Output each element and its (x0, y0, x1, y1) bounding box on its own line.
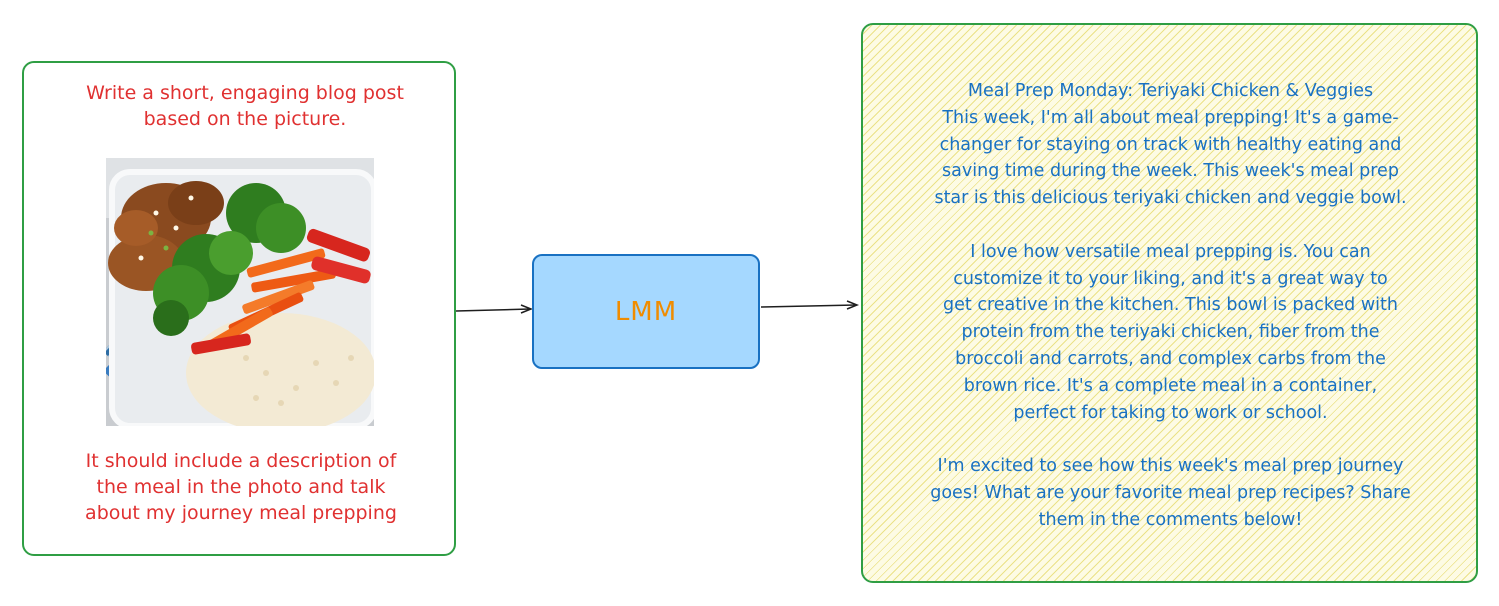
prompt-instruction-text: Write a short, engaging blog post based … (86, 82, 404, 130)
prompt-requirements-text: It should include a description of the m… (85, 450, 397, 524)
meal-prep-photo (106, 158, 374, 426)
lmm-label: LMM (614, 296, 678, 327)
carrots-and-peppers (191, 228, 371, 355)
teriyaki-chicken (108, 181, 224, 291)
arrow-input-to-lmm (455, 304, 534, 314)
arrow-lmm-to-output (760, 300, 860, 310)
broccoli (153, 183, 306, 336)
lmm-model-node: LMM (532, 254, 760, 369)
output-blog-post-box (861, 23, 1478, 583)
generated-blog-post-text: Meal Prep Monday: Teriyaki Chicken & Veg… (930, 81, 1411, 530)
